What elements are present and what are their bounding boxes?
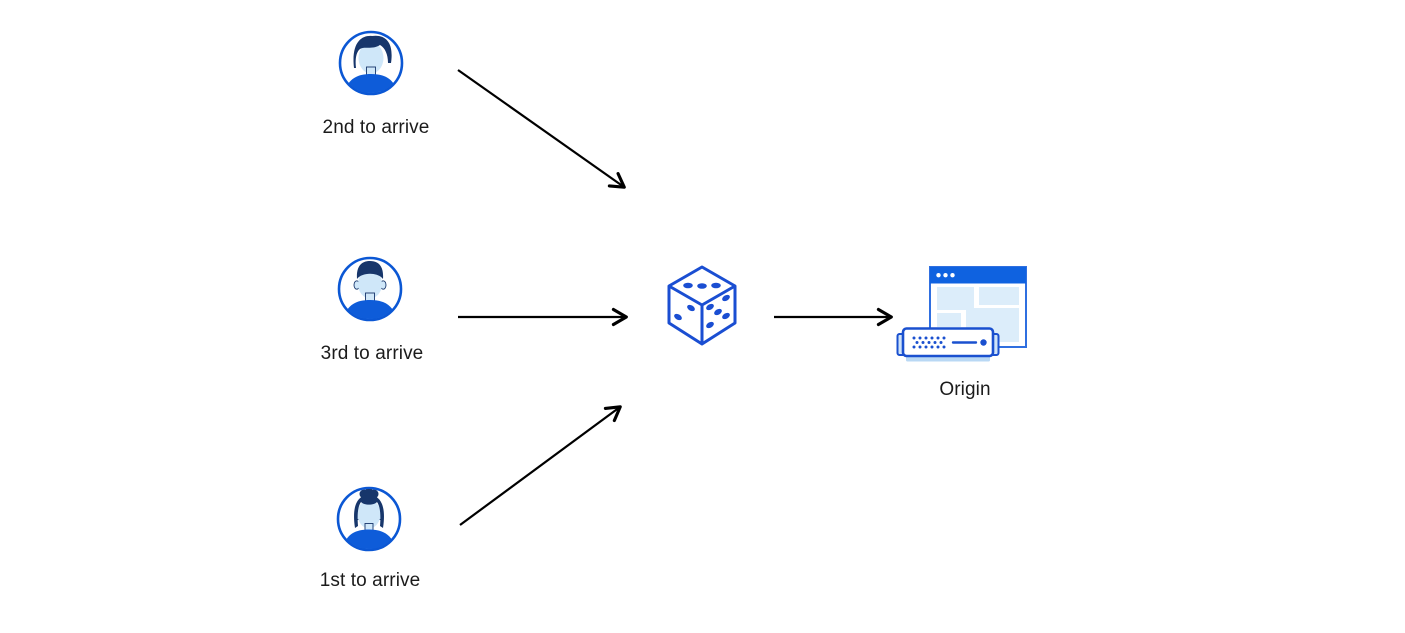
man-swept-hair-avatar-icon [338, 30, 404, 96]
woman-bun-avatar-icon [336, 486, 402, 552]
actor-3rd-label: 3rd to arrive [320, 343, 424, 364]
dice-icon [667, 265, 737, 346]
server-icon [896, 327, 1000, 362]
actor-1st-label: 1st to arrive [319, 570, 421, 591]
arrow-1st-to-dice [459, 405, 622, 526]
man-short-hair-avatar-icon [337, 256, 403, 322]
origin-label: Origin [939, 379, 991, 400]
actor-2nd-label: 2nd to arrive [322, 117, 430, 138]
arrow-2nd-to-dice [457, 69, 626, 189]
